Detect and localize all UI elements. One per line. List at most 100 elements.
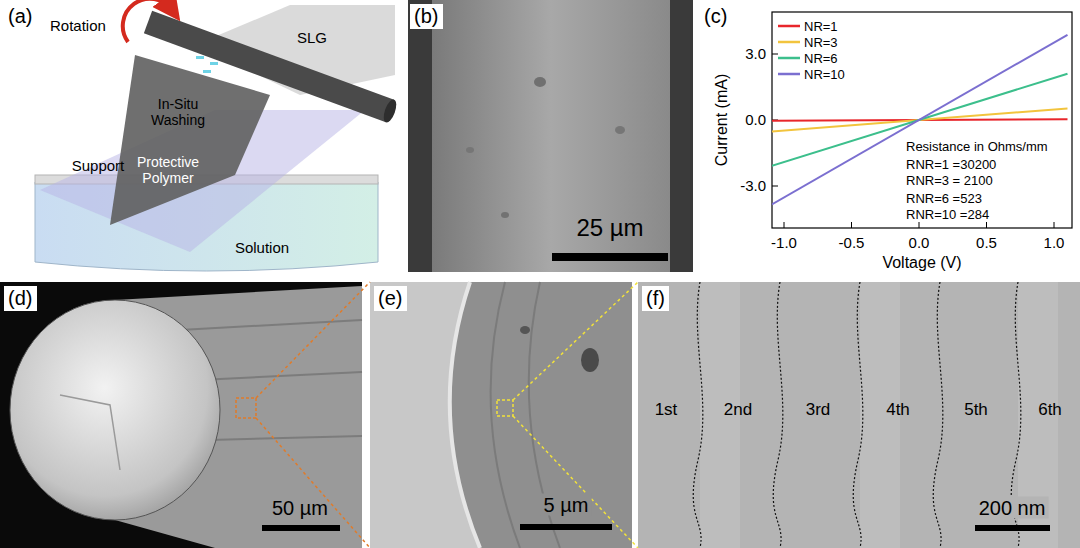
panel-letter: (e) [378, 287, 403, 310]
swatch-line [778, 57, 800, 60]
y-tick [772, 54, 778, 55]
layer-stripe [491, 282, 520, 548]
tick-label: -1.0 [771, 234, 797, 251]
material-label: Protective Polymer [126, 154, 210, 186]
part-label: Support [72, 157, 125, 175]
layer-number: 2nd [724, 400, 752, 419]
panel-label: (b) [410, 4, 443, 29]
tick-label: -1.0 [771, 234, 797, 252]
panel-label: (a) [4, 4, 37, 29]
annotation: RNR=1 =30200 [906, 155, 996, 173]
sem-layer-zoom [638, 282, 1080, 548]
tick-label: -0.5 [839, 234, 865, 252]
scale-bar [262, 525, 340, 531]
layer-number: 5th [964, 400, 988, 419]
panel-letter: (f) [646, 287, 665, 310]
scale-bar [975, 525, 1050, 531]
surface-groove [180, 320, 362, 330]
x-tick [919, 222, 920, 228]
scale-label: 5 µm [541, 494, 592, 516]
panel-label: (f) [642, 286, 669, 311]
layer-number: 1st [655, 400, 678, 419]
zoom-box [236, 398, 256, 418]
surface-pit [581, 348, 599, 372]
annotation: RNR=3 = 2100 [906, 173, 993, 188]
fiber-layers [450, 282, 632, 548]
layer-boundary [853, 282, 863, 548]
surface-spot [615, 126, 625, 134]
swatch-line [778, 41, 800, 44]
zoom-line [513, 416, 638, 548]
panel-label: (d) [4, 286, 37, 311]
sem-background [0, 282, 362, 548]
tick-label: 0.5 [976, 234, 997, 252]
surface-spot [501, 212, 509, 218]
part-label: Solution [235, 239, 289, 257]
legend-row: NR=3 [778, 34, 845, 50]
fiber-end-face [10, 300, 220, 520]
tick-label: 0.0 [909, 234, 930, 252]
tick-label: 3.0 [745, 45, 766, 63]
panel-label: (e) [374, 286, 407, 311]
x-tick [1054, 222, 1055, 228]
scale-label: 200 nm [976, 497, 1049, 520]
layer-number: 4th [886, 400, 910, 419]
material-label: SLG [297, 29, 327, 46]
process-label: In-Situ Washing [147, 96, 209, 128]
scale-label: 25 µm [576, 214, 643, 241]
surface-groove [210, 436, 362, 440]
annotation: RNR=3 = 2100 [906, 171, 993, 189]
scale-bar [552, 253, 668, 261]
x-tick [784, 222, 785, 228]
y-tick [772, 186, 778, 187]
legend-swatch [778, 53, 800, 63]
panel-letter: (d) [8, 287, 33, 310]
axis-title: Current (mA) [713, 74, 731, 166]
scale-bar [520, 524, 612, 530]
legend-text: NR=1 [804, 19, 838, 34]
annotation: RNR=1 =30200 [906, 157, 996, 172]
sem-background [408, 0, 693, 272]
layer-number: 4th [886, 400, 910, 420]
layer-number: 6th [1038, 400, 1062, 420]
panel-label: (c) [700, 4, 732, 29]
legend-text: NR=3 [804, 35, 838, 50]
annotation: Resistance in Ohms/mm [906, 137, 1048, 155]
layer-number: 2nd [724, 400, 752, 420]
plot-frame [772, 12, 1072, 228]
zoom-line [256, 282, 370, 398]
tick-label: 0.0 [909, 234, 930, 251]
tick-label: 1.0 [1044, 234, 1065, 251]
swatch-line [778, 25, 800, 28]
layer-boundary [933, 282, 943, 548]
tick-label: -0.5 [839, 234, 865, 251]
legend-row: NR=10 [778, 66, 845, 82]
layer-boundary [773, 282, 783, 548]
axis-title: Voltage (V) [882, 254, 961, 271]
annotation: Resistance in Ohms/mm [906, 139, 1048, 154]
rod-end [381, 98, 399, 124]
legend-text: NR=10 [804, 67, 845, 82]
layer-number: 3rd [806, 400, 831, 419]
x-tick [851, 222, 852, 228]
process-label: Rotation [50, 17, 106, 35]
annotation: RNR=6 =523 [906, 191, 982, 206]
process-label: Rotation [50, 17, 106, 34]
fiber-sem [432, 0, 670, 272]
axis-title: Voltage (V) [882, 254, 961, 272]
legend-swatch [778, 69, 800, 79]
layer-number: 6th [1038, 400, 1062, 419]
washing-drop [196, 56, 204, 59]
tick-label: 0.0 [745, 111, 766, 129]
layer-number: 1st [655, 400, 678, 420]
panel-letter: (a) [8, 5, 33, 28]
scale-label: 25 µm [576, 214, 643, 242]
zoom-line [256, 418, 370, 548]
material-label: Protective Polymer [126, 154, 210, 186]
tick-label: 0.0 [745, 111, 766, 128]
scale-label: 50 µm [272, 497, 328, 520]
surface-groove [200, 372, 362, 380]
layer-number: 5th [964, 400, 988, 420]
washing-drop [203, 70, 211, 73]
